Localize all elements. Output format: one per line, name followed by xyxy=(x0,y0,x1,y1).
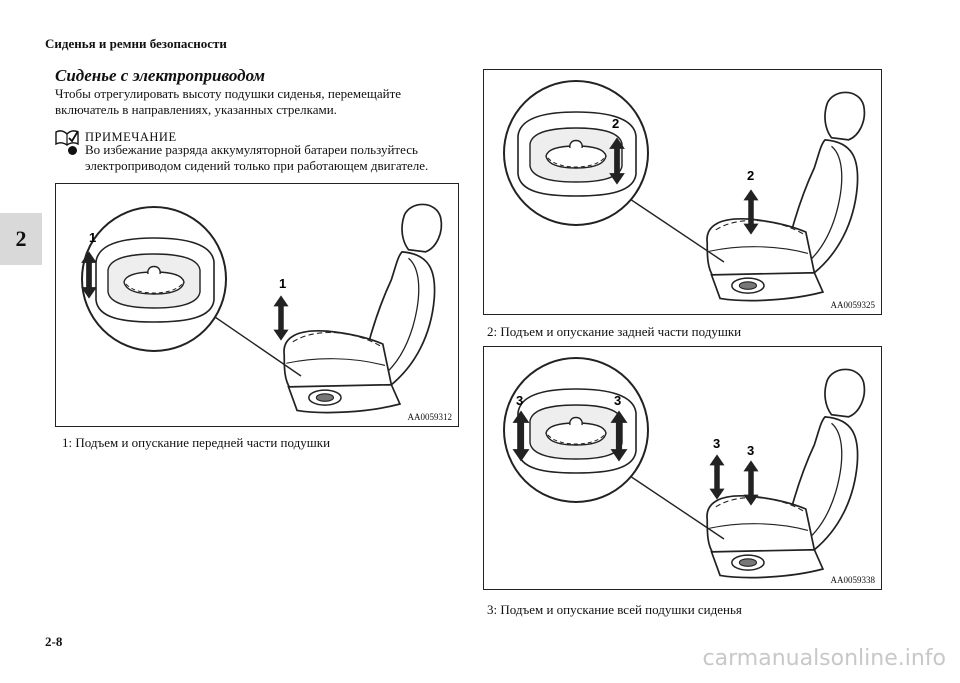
callout-3-seat-rear: 3 xyxy=(747,443,754,458)
figure-code: AA0059338 xyxy=(830,575,876,585)
callout-3-seat-front: 3 xyxy=(713,436,720,451)
running-header: Сиденья и ремни безопасности xyxy=(45,36,227,51)
callout-3-zoom-left: 3 xyxy=(516,393,523,408)
note-heading: ПРИМЕЧАНИЕ xyxy=(55,128,177,146)
chapter-number: 2 xyxy=(15,226,27,251)
note-item-text: Во избежание разряда аккумуляторной бата… xyxy=(85,142,429,173)
note-book-icon xyxy=(55,130,79,146)
seat-illustration-3: 3 3 3 3 xyxy=(503,357,866,579)
figure-rear-cushion: 2 2 AA0059325 xyxy=(483,69,882,315)
figure-caption-2: 2: Подъем и опускание задней части подуш… xyxy=(487,324,742,339)
bullet-icon xyxy=(68,146,77,155)
figure-front-cushion: 1 1 AA0059312 xyxy=(55,183,459,427)
seat-illustration-2: 2 2 xyxy=(503,80,866,302)
note-item: Во избежание разряда аккумуляторной бата… xyxy=(68,142,480,174)
callout-1-seat: 1 xyxy=(279,276,286,291)
callout-1-zoom: 1 xyxy=(89,230,96,245)
page-number: 2-8 xyxy=(45,634,63,649)
note-label: ПРИМЕЧАНИЕ xyxy=(85,129,177,144)
section-title: Сиденье с электроприводом xyxy=(55,66,266,85)
intro-paragraph: Чтобы отрегулировать высоту подушки сиде… xyxy=(55,86,402,117)
figure-code: AA0059312 xyxy=(407,412,453,422)
callout-2-zoom: 2 xyxy=(612,116,619,131)
watermark: carmanualsonline.info xyxy=(702,646,946,671)
seat-illustration-1: 1 1 xyxy=(81,203,443,414)
figure-whole-cushion: 3 3 3 3 AA0059338 xyxy=(483,346,882,590)
callout-2-seat: 2 xyxy=(747,168,754,183)
callout-3-zoom-right: 3 xyxy=(614,393,621,408)
figure-caption-1: 1: Подъем и опускание передней части под… xyxy=(62,435,331,450)
figure-code: AA0059325 xyxy=(830,300,876,310)
figure-caption-3: 3: Подъем и опускание всей подушки сиден… xyxy=(487,602,742,617)
chapter-tab: 2 xyxy=(0,213,42,265)
